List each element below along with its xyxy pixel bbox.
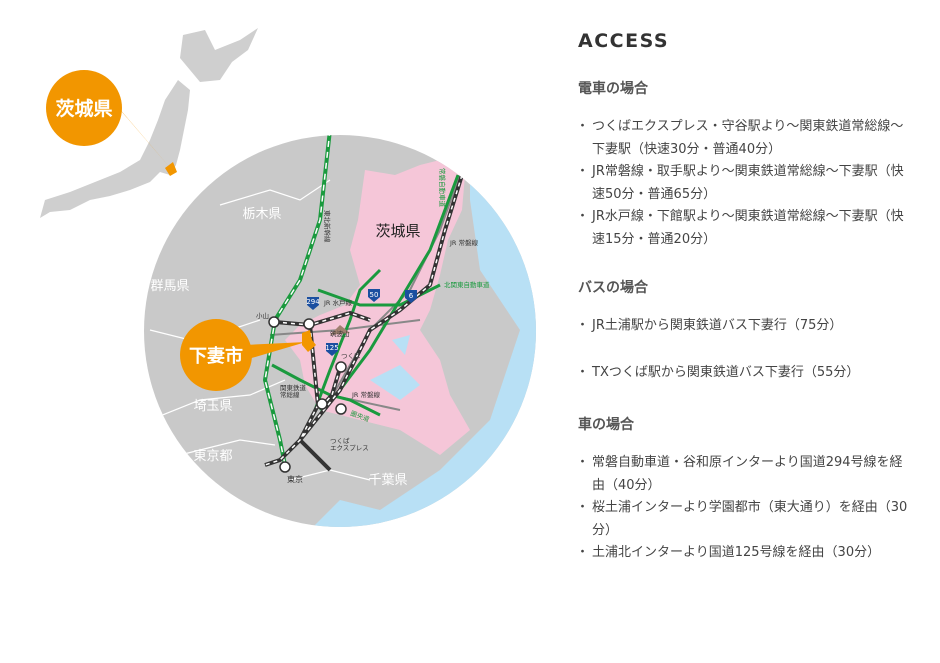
- shimotsuma-area: [302, 330, 316, 352]
- label-tokyo-pref: 東京都: [193, 448, 232, 464]
- access-title: ACCESS: [578, 30, 670, 52]
- svg-text:東北新幹線: 東北新幹線: [323, 210, 332, 243]
- train-item: JR常磐線・取手駅より〜関東鉄道常総線〜下妻駅（快速50分・普通65分）: [576, 161, 908, 206]
- tsukubasan-icon: [330, 325, 350, 335]
- callout-city-label: 下妻市: [189, 345, 243, 367]
- label-saitama: 埼玉県: [193, 399, 232, 414]
- label-chiba: 千葉県: [368, 473, 407, 488]
- ibaraki-area: [285, 160, 470, 455]
- train-item: つくばエクスプレス・守谷駅より〜関東鉄道常総線〜下妻駅（快速30分・普通40分）: [576, 116, 908, 161]
- car-section: 車の場合 常磐自動車道・谷和原インターより国道294号線を経由（40分） 桜土浦…: [576, 414, 908, 565]
- train-item: JR水戸線・下館駅より〜関東鉄道常総線〜下妻駅（快速15分・普通20分）: [576, 206, 908, 251]
- access-map: 茨城県: [40, 28, 536, 527]
- bus-item: TXつくば駅から関東鉄道バス下妻行（55分）: [576, 362, 908, 385]
- car-heading: 車の場合: [578, 417, 634, 433]
- svg-text:東京: 東京: [287, 474, 303, 484]
- svg-text:常磐自動車道: 常磐自動車道: [438, 168, 447, 208]
- svg-text:つくば: つくば: [341, 351, 361, 360]
- route-shields: 294 50 6 125: [306, 289, 417, 356]
- callout-city-bubble: [180, 319, 252, 391]
- car-item: 常磐自動車道・谷和原インターより国道294号線を経由（40分）: [576, 452, 908, 497]
- svg-text:50: 50: [370, 291, 379, 299]
- label-gunma: 群馬県: [150, 279, 189, 294]
- label-ibaraki: 茨城県: [375, 222, 420, 240]
- svg-text:小山: 小山: [256, 311, 269, 320]
- svg-text:6: 6: [409, 292, 414, 300]
- callout-pointer: [112, 100, 172, 170]
- svg-text:JR 水戸線: JR 水戸線: [323, 298, 352, 307]
- label-tochigi: 栃木県: [242, 207, 281, 222]
- svg-text:北関東自動車道: 北関東自動車道: [444, 280, 490, 289]
- callout-prefecture-bubble: [46, 70, 122, 146]
- sea: [300, 140, 536, 527]
- train-heading: 電車の場合: [578, 81, 648, 97]
- car-item: 桜土浦インターより学園都市（東大通り）を経由（30分）: [576, 497, 908, 542]
- svg-text:つくばエクスプレス: つくばエクスプレス: [330, 436, 369, 452]
- station-markers: [268, 316, 347, 473]
- ibaraki-highlight: [165, 162, 177, 176]
- svg-text:294: 294: [306, 298, 320, 306]
- access-panel: ACCESS 電車の場合 つくばエクスプレス・守谷駅より〜関東鉄道常総線〜下妻駅…: [576, 30, 908, 591]
- bus-item: JR土浦駅から関東鉄道バス下妻行（75分）: [576, 315, 908, 338]
- svg-text:JR 常磐線: JR 常磐線: [351, 390, 380, 399]
- bus-heading: バスの場合: [578, 280, 648, 296]
- bus-section: バスの場合 JR土浦駅から関東鉄道バス下妻行（75分） TXつくば駅から関東鉄道…: [576, 277, 908, 385]
- callout-city-pointer: [245, 342, 306, 360]
- train-section: 電車の場合 つくばエクスプレス・守谷駅より〜関東鉄道常総線〜下妻駅（快速30分・…: [576, 78, 908, 251]
- callout-prefecture-label: 茨城県: [55, 97, 112, 120]
- svg-text:筑波山: 筑波山: [330, 329, 350, 338]
- regional-map: 294 50 6 125 栃木県 群馬県 埼玉県 東京都 千葉県 茨城県 東北新…: [144, 135, 536, 527]
- svg-text:125: 125: [325, 344, 338, 352]
- svg-text:関東鉄道常総線: 関東鉄道常総線: [280, 383, 307, 399]
- svg-text:JR 常磐線: JR 常磐線: [449, 238, 478, 247]
- japan-inset-map: [40, 28, 258, 218]
- car-item: 土浦北インターより国道125号線を経由（30分）: [576, 542, 908, 565]
